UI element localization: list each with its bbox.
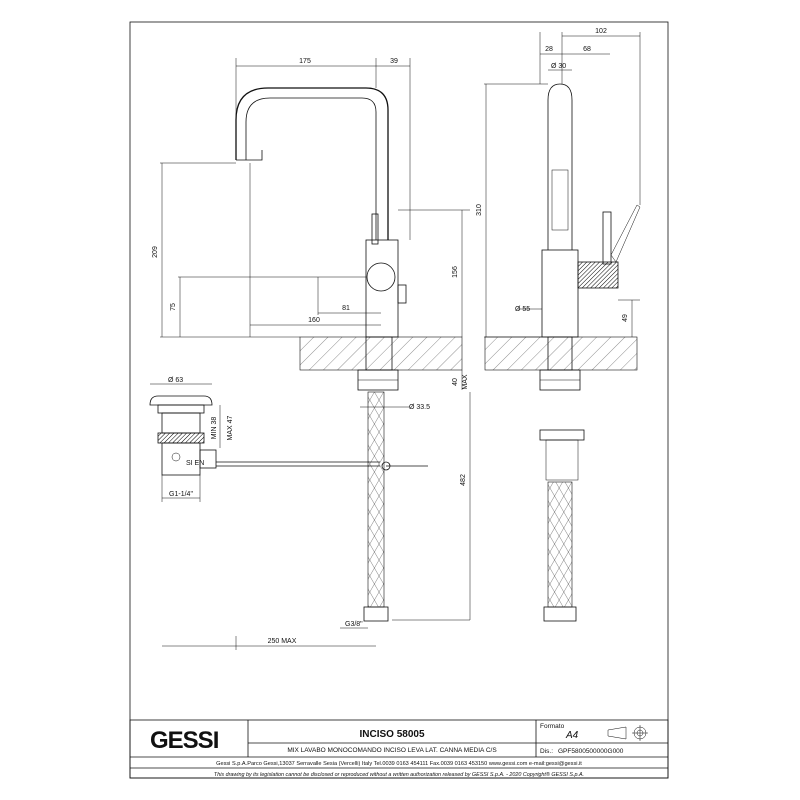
dim-102: 102 [595, 28, 607, 35]
spout-outer [235, 87, 389, 240]
product-description: MIX LAVABO MONOCOMANDO INCISO LEVA LAT. … [287, 747, 497, 754]
gessi-logo: GESSI [150, 727, 219, 754]
dim-min38: MIN 38 [211, 417, 218, 440]
mixer-body [365, 239, 399, 338]
dim-55: Ø 55 [515, 306, 530, 313]
lever [602, 211, 612, 265]
countertop-section-side [484, 336, 638, 371]
dim-160: 160 [308, 317, 320, 324]
dim-g114: G1-1/4" [169, 491, 193, 498]
title-block: GESSI INCISO 58005 MIX LAVABO MONOCOMAND… [129, 719, 669, 779]
dim-250-max: 250 MAX [268, 638, 297, 645]
dim-40: 40 [452, 378, 459, 386]
formato-label: Formato [540, 723, 565, 730]
dim-max: MAX [462, 374, 469, 390]
dim-68: 68 [583, 46, 591, 53]
dim-482: 482 [460, 474, 467, 486]
dis-label: Dis.: [540, 748, 553, 755]
company-info: Gessi S.p.A.Parco Gessi,13037 Serravalle… [216, 761, 582, 767]
dim-max47: MAX 47 [227, 415, 234, 440]
dim-33-5: Ø 33.5 [409, 404, 430, 411]
drain-cap [149, 395, 213, 406]
lever-hub [366, 262, 396, 292]
drain-marking: SI EN [186, 460, 204, 467]
dim-75: 75 [170, 303, 177, 311]
knurled-handle [577, 261, 619, 289]
dim-156: 156 [452, 266, 459, 278]
drain-view: SI EN Ø 63 MIN 38 MAX 47 G1-1/4" [149, 377, 380, 502]
dim-28: 28 [545, 46, 553, 53]
dim-49: 49 [622, 314, 629, 322]
dim-30: Ø 30 [551, 63, 566, 70]
dim-63: Ø 63 [168, 377, 183, 384]
dim-310: 310 [476, 204, 483, 216]
legal-notice: This drawing by its legislation cannot b… [214, 771, 584, 778]
countertop-section [299, 336, 463, 371]
dis-value: GPF5800500000G000 [558, 748, 624, 755]
dim-39: 39 [390, 58, 398, 65]
dim-81: 81 [342, 305, 350, 312]
front-view: 175 39 209 75 81 160 156 40 MAX Ø 33.5 4… [152, 58, 471, 650]
dim-175: 175 [299, 58, 311, 65]
formato-value: A4 [565, 730, 579, 741]
dim-209: 209 [152, 246, 159, 258]
product-title: INCISO 58005 [359, 729, 424, 740]
projection-symbol-icon [607, 725, 648, 741]
dim-g38: G3/8" [345, 621, 363, 628]
side-view: 102 28 68 Ø 30 310 Ø 55 49 [476, 28, 641, 622]
spout-inner [245, 97, 377, 240]
